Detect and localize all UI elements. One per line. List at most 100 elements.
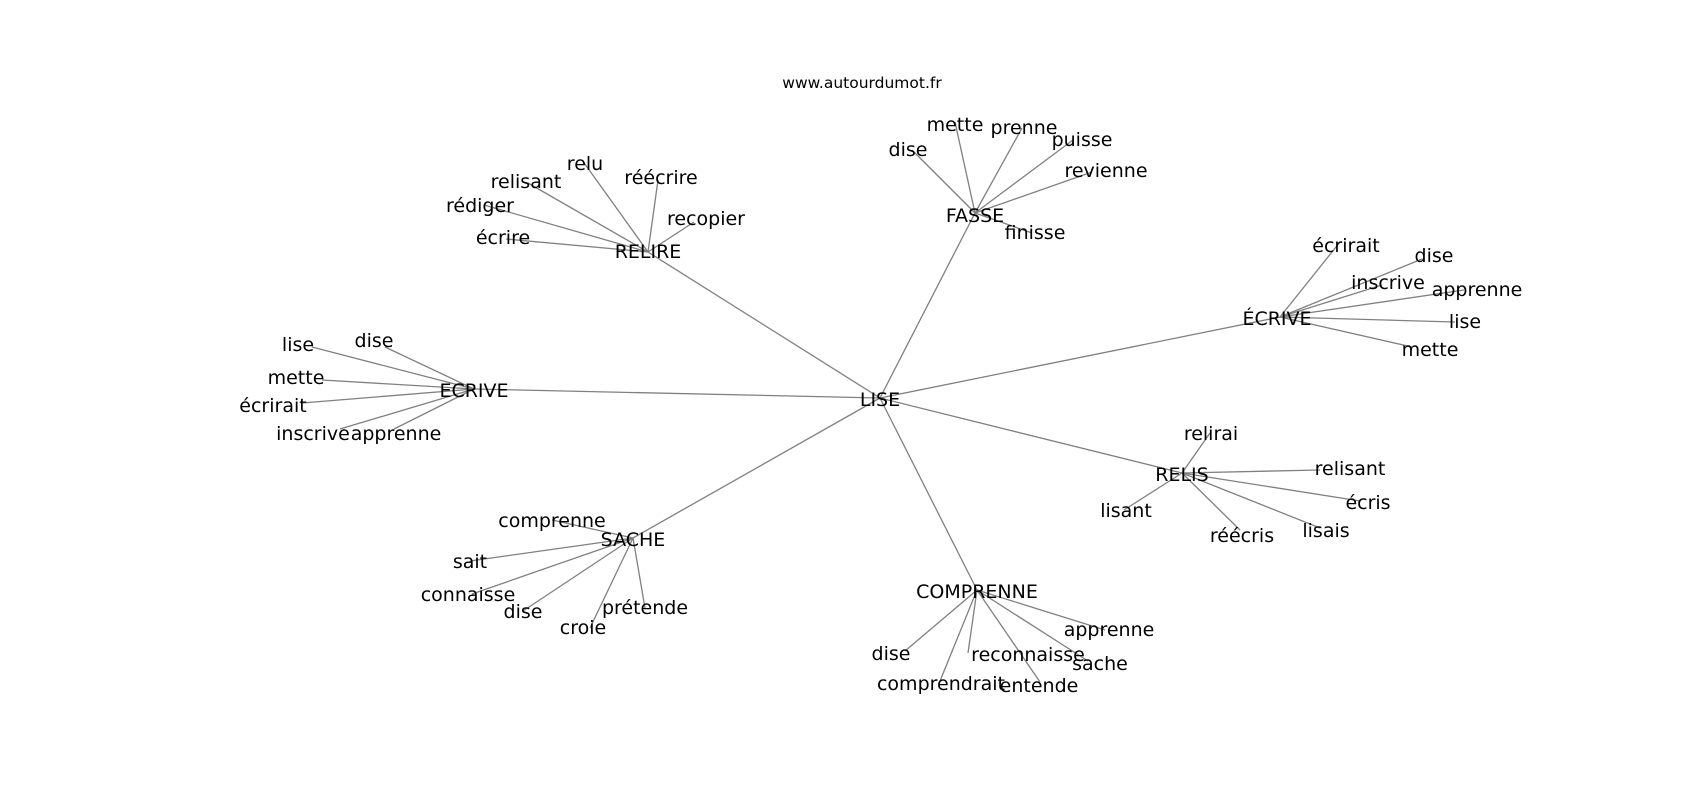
edge-fasse-leaf-1 xyxy=(974,127,1023,214)
edge-ecrive-leaf-4 xyxy=(339,388,475,430)
edge-relire-leaf-4 xyxy=(647,221,695,253)
edge-relis-leaf-3 xyxy=(1123,472,1183,511)
node-hub-comprenne[interactable]: COMPRENNE xyxy=(916,581,1038,603)
edge-relis-leaf-2 xyxy=(1181,472,1361,502)
edge-sache-leaf-4 xyxy=(632,537,646,609)
node-leaf-relire-4[interactable]: recopier xyxy=(667,208,745,230)
node-leaf-sache-4[interactable]: prétende xyxy=(602,597,688,619)
edge-sache-leaf-3 xyxy=(522,537,634,612)
node-hub-ecrive-accent[interactable]: ÉCRIVE xyxy=(1242,307,1311,330)
node-leaf-relis-1[interactable]: relisant xyxy=(1315,458,1386,480)
node-leaf-ecrive-1[interactable]: lise xyxy=(282,334,314,356)
node-leaf-sache-5[interactable]: croie xyxy=(560,617,606,639)
node-hub-relire[interactable]: RELIRE xyxy=(615,241,682,263)
node-leaf-comprenne-5[interactable]: entende xyxy=(1000,675,1079,697)
edge-relire-leaf-2 xyxy=(527,182,649,253)
edge-fasse-leaf-0 xyxy=(954,121,976,214)
node-hub-sache[interactable]: SACHE xyxy=(601,529,666,551)
edge-lise-ecrive-accent xyxy=(879,316,1281,399)
edge-ecrive-accent-leaf-1 xyxy=(1279,258,1423,318)
node-leaf-fasse-3[interactable]: puisse xyxy=(1052,129,1113,151)
node-leaf-ecrive-accent-3[interactable]: apprenne xyxy=(1432,279,1523,301)
edge-lise-comprenne xyxy=(879,397,978,591)
edge-relis-leaf-5 xyxy=(1181,472,1321,529)
edge-fasse-leaf-3 xyxy=(974,139,1074,214)
node-leaf-fasse-0[interactable]: mette xyxy=(927,114,984,136)
node-leaf-relis-3[interactable]: lisant xyxy=(1100,500,1152,522)
node-leaf-comprenne-3[interactable]: sache xyxy=(1072,653,1128,675)
edge-ecrive-leaf-5 xyxy=(393,388,475,430)
node-leaf-comprenne-4[interactable]: comprendrait xyxy=(877,673,1005,695)
edge-ecrive-leaf-2 xyxy=(321,379,475,390)
edge-ecrive-leaf-3 xyxy=(301,388,475,404)
edge-ecrive-accent-leaf-4 xyxy=(1279,316,1456,323)
node-leaf-relire-5[interactable]: écrire xyxy=(476,227,530,249)
edge-ecrive-accent-leaf-0 xyxy=(1279,241,1341,318)
node-leaf-sache-3[interactable]: dise xyxy=(504,601,543,623)
labels-layer: LISERELIREreluréécrirerelisantrédigerrec… xyxy=(239,114,1522,697)
edge-relire-leaf-3 xyxy=(483,204,649,253)
edge-ecrive-accent-leaf-5 xyxy=(1279,316,1413,348)
node-leaf-fasse-1[interactable]: prenne xyxy=(991,117,1058,139)
node-hub-relis[interactable]: RELIS xyxy=(1155,464,1208,486)
node-leaf-sache-0[interactable]: comprenne xyxy=(498,510,606,532)
node-leaf-fasse-4[interactable]: revienne xyxy=(1064,160,1147,182)
edge-comprenne-leaf-5 xyxy=(976,589,1041,683)
edge-sache-leaf-2 xyxy=(471,537,634,595)
edge-lise-fasse xyxy=(879,212,976,399)
edge-lise-sache xyxy=(632,397,881,539)
edge-sache-leaf-5 xyxy=(589,537,634,629)
node-leaf-ecrive-0[interactable]: dise xyxy=(355,330,394,352)
node-leaf-ecrive-2[interactable]: mette xyxy=(268,367,325,389)
watermark-text: www.autourdumot.fr xyxy=(782,74,942,92)
edge-lise-relire xyxy=(647,251,881,399)
edge-fasse-leaf-5 xyxy=(974,212,1033,234)
node-leaf-relis-0[interactable]: relirai xyxy=(1184,423,1238,445)
node-leaf-ecrive-accent-2[interactable]: inscrive xyxy=(1351,272,1425,294)
node-hub-ecrive[interactable]: ECRIVE xyxy=(439,380,508,402)
edge-relire-leaf-5 xyxy=(505,238,649,253)
node-leaf-comprenne-2[interactable]: reconnaisse xyxy=(971,644,1085,666)
edge-comprenne-leaf-3 xyxy=(976,589,1089,662)
edge-relire-leaf-1 xyxy=(647,179,659,253)
edge-comprenne-leaf-0 xyxy=(976,589,1106,631)
node-leaf-ecrive-accent-1[interactable]: dise xyxy=(1415,245,1454,267)
edge-fasse-leaf-2 xyxy=(911,149,976,214)
node-hub-fasse[interactable]: FASSE xyxy=(946,205,1004,227)
edge-relis-leaf-1 xyxy=(1181,469,1321,474)
edge-comprenne-leaf-2 xyxy=(967,589,978,654)
edge-ecrive-accent-leaf-2 xyxy=(1279,284,1383,318)
node-leaf-ecrive-accent-0[interactable]: écrirait xyxy=(1312,235,1379,257)
node-leaf-fasse-2[interactable]: dise xyxy=(889,139,928,161)
node-leaf-ecrive-5[interactable]: apprenne xyxy=(351,423,442,445)
edge-ecrive-leaf-1 xyxy=(311,346,475,390)
edge-lise-ecrive xyxy=(473,388,881,399)
node-leaf-ecrive-accent-5[interactable]: mette xyxy=(1402,339,1459,361)
node-leaf-ecrive-3[interactable]: écrirait xyxy=(239,395,306,417)
node-leaf-relire-2[interactable]: relisant xyxy=(491,171,562,193)
edge-comprenne-leaf-4 xyxy=(939,589,978,682)
node-leaf-sache-1[interactable]: sait xyxy=(453,551,487,573)
edge-relis-leaf-4 xyxy=(1181,472,1241,531)
node-leaf-relis-5[interactable]: lisais xyxy=(1302,520,1349,542)
edges-layer xyxy=(301,121,1465,683)
node-leaf-relire-0[interactable]: relu xyxy=(567,153,603,175)
edge-lise-relis xyxy=(879,397,1183,474)
node-leaf-relis-2[interactable]: écris xyxy=(1345,492,1390,514)
node-leaf-fasse-5[interactable]: finisse xyxy=(1005,222,1066,244)
node-leaf-relis-4[interactable]: réécris xyxy=(1210,525,1274,547)
node-leaf-relire-3[interactable]: rédiger xyxy=(446,195,514,217)
edge-sache-leaf-1 xyxy=(469,537,634,562)
edge-relire-leaf-0 xyxy=(581,159,649,253)
node-leaf-comprenne-0[interactable]: apprenne xyxy=(1064,619,1155,641)
node-leaf-comprenne-1[interactable]: dise xyxy=(872,643,911,665)
edge-sache-leaf-0 xyxy=(551,519,634,539)
node-leaf-relire-1[interactable]: réécrire xyxy=(624,167,697,189)
node-leaf-ecrive-accent-4[interactable]: lise xyxy=(1449,311,1481,333)
edge-fasse-leaf-4 xyxy=(974,171,1093,214)
node-leaf-sache-2[interactable]: connaisse xyxy=(421,584,516,606)
node-leaf-ecrive-4[interactable]: inscrive xyxy=(276,423,350,445)
node-center[interactable]: LISE xyxy=(860,389,900,411)
edge-comprenne-leaf-1 xyxy=(904,589,978,652)
